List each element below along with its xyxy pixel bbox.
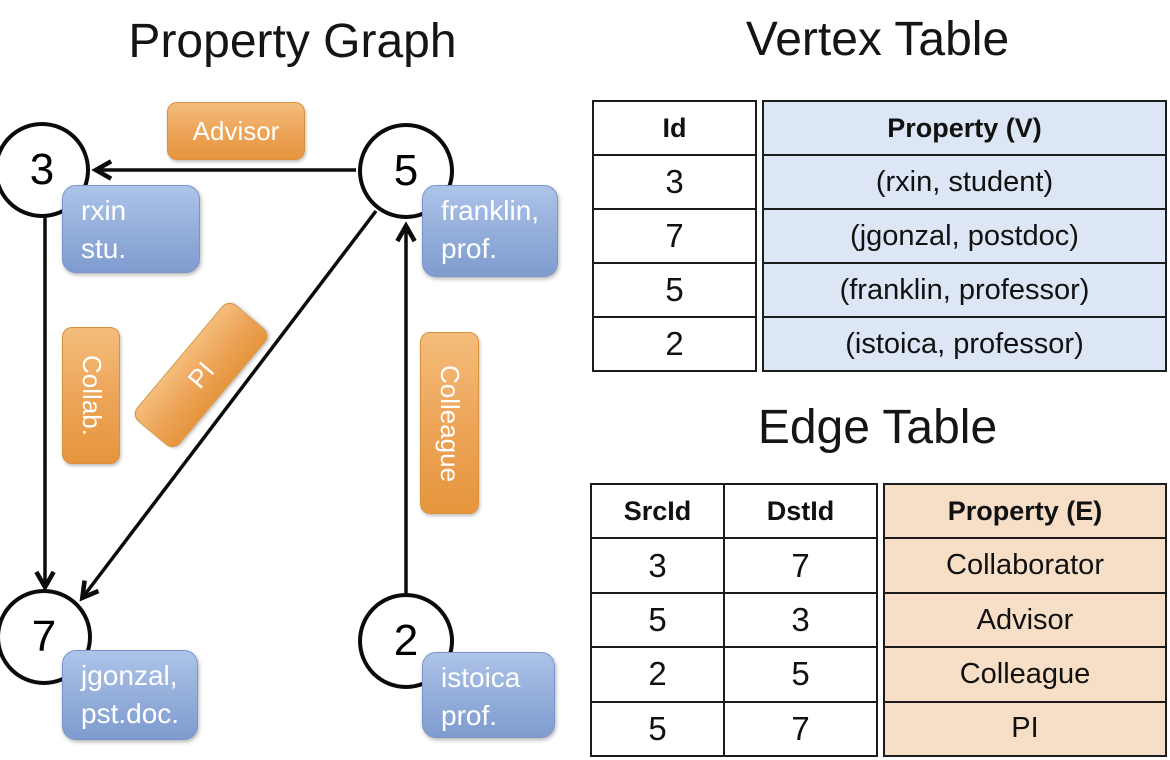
- edge-table: SrcId DstId 3 7 5 3 2 5 5 7 Property (E): [590, 483, 1167, 757]
- vertex-table: Id 3 7 5 2 Property (V) (rxin, student) …: [592, 100, 1167, 372]
- column-header-property-v: Property (V): [887, 112, 1042, 143]
- table-cell: 5: [665, 271, 684, 308]
- edge-label-advisor: Advisor: [167, 102, 305, 160]
- vertex-property-box-7: jgonzal, pst.doc.: [62, 650, 198, 740]
- property-line: prof.: [441, 700, 498, 731]
- edge-arrow-5-to-7: [83, 209, 378, 597]
- edge-table-title: Edge Table: [757, 401, 998, 454]
- table-cell: (rxin, student): [875, 165, 1054, 198]
- property-line: istoica: [441, 662, 521, 693]
- vertex-id-label: 3: [29, 145, 55, 194]
- edge-label-text: Advisor: [192, 115, 280, 146]
- edge-label-text: Collab.: [76, 355, 107, 436]
- table-cell: (franklin, professor): [839, 273, 1090, 306]
- table-cell: Colleague: [959, 657, 1091, 690]
- table-cell: 5: [723, 648, 876, 701]
- table-cell: (jgonzal, postdoc): [850, 219, 1079, 252]
- table-cell: 7: [665, 217, 684, 254]
- property-line: pst.doc.: [81, 698, 180, 729]
- property-line: franklin,: [441, 195, 540, 226]
- vertex-id-label: 7: [31, 612, 57, 661]
- property-line: prof.: [441, 233, 498, 264]
- table-cell: 3: [648, 546, 667, 584]
- vertex-property-box-2: istoica prof.: [422, 652, 555, 738]
- column-header-dstid: DstId: [723, 485, 876, 538]
- vertex-property-box-5: franklin, prof.: [422, 185, 558, 277]
- edge-label-colleague: Colleague: [420, 332, 479, 514]
- edge-label-collab: Collab.: [62, 327, 120, 464]
- table-cell: 7: [723, 702, 876, 756]
- column-header-property-e: Property (E): [947, 495, 1103, 526]
- edge-label-text: Colleague: [435, 364, 465, 482]
- table-cell: 5: [648, 709, 667, 747]
- table-cell: PI: [1011, 712, 1039, 745]
- vertex-table-property-column: Property (V) (rxin, student) (jgonzal, p…: [762, 100, 1167, 372]
- column-header-id: Id: [662, 112, 687, 143]
- table-cell: (istoica, professor): [845, 327, 1084, 360]
- property-graph-title: Property Graph: [128, 15, 457, 68]
- property-line: stu.: [81, 233, 127, 264]
- column-header-srcid: SrcId: [623, 495, 692, 526]
- table-cell: Collaborator: [946, 549, 1104, 582]
- table-cell: 7: [723, 539, 876, 592]
- vertex-id-label: 2: [393, 616, 419, 665]
- edge-table-property-column: Property (E) Collaborator Advisor Collea…: [883, 483, 1167, 757]
- property-line: jgonzal,: [81, 660, 178, 691]
- graph-edges-svg: [0, 0, 585, 760]
- table-cell: 2: [665, 325, 684, 362]
- vertex-id-label: 5: [393, 146, 419, 195]
- table-cell: 2: [648, 655, 667, 693]
- vertex-property-box-3: rxin stu.: [62, 185, 200, 273]
- vertex-table-title: Vertex Table: [745, 13, 1010, 66]
- edge-table-id-columns: SrcId DstId 3 7 5 3 2 5 5 7: [590, 483, 878, 757]
- table-cell: 5: [648, 601, 667, 639]
- edge-label-text: PI: [181, 355, 221, 394]
- vertex-table-id-column: Id 3 7 5 2: [592, 100, 757, 372]
- table-cell: 3: [665, 163, 684, 200]
- table-cell: 3: [723, 593, 876, 647]
- table-cell: Advisor: [976, 603, 1074, 636]
- property-line: rxin: [81, 195, 127, 226]
